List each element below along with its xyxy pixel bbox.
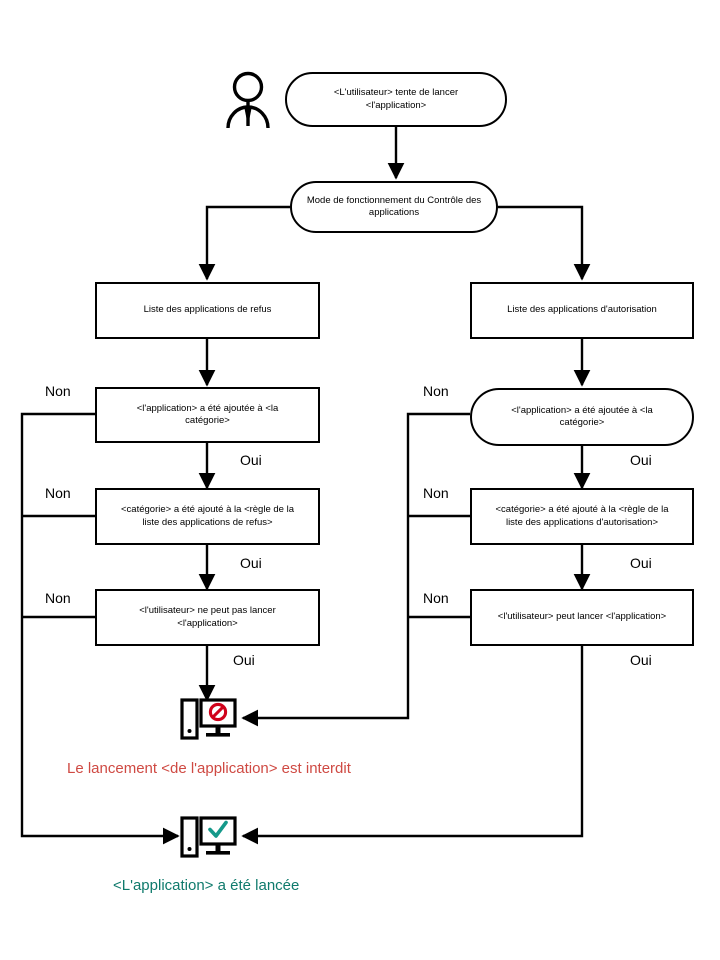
node-deny-category-in-rule-line2: liste des applications de refus> bbox=[142, 516, 273, 528]
node-allow-list-label: Liste des applications d'autorisation bbox=[507, 304, 657, 316]
edge-label-left-no-3: Non bbox=[45, 590, 71, 606]
node-allow-category-in-rule[interactable]: <catégorie> a été ajouté à la <règle de … bbox=[470, 488, 694, 545]
edge-label-right-yes-2: Oui bbox=[630, 555, 652, 571]
edge-right-no-rail bbox=[241, 412, 470, 727]
node-deny-app-in-category-line2: catégorie> bbox=[185, 415, 230, 426]
edge-label-right-yes-3: Oui bbox=[630, 652, 652, 668]
edge-label-left-yes-1: Oui bbox=[240, 452, 262, 468]
node-deny-category-in-rule-line1: <catégorie> a été ajouté à la <règle de … bbox=[121, 504, 294, 516]
denied-caption: Le lancement <de l'application> est inte… bbox=[67, 760, 351, 777]
node-deny-app-in-category[interactable]: <l'application> a été ajoutée à <la caté… bbox=[95, 387, 320, 443]
node-start-line2: <l'application> bbox=[365, 99, 427, 111]
edge-label-right-yes-1: Oui bbox=[630, 452, 652, 468]
node-allow-app-in-category-line1: <l'application> a été ajoutée à <la bbox=[511, 404, 653, 416]
node-deny-user-cannot-launch[interactable]: <l'utilisateur> ne peut pas lancer <l'ap… bbox=[95, 589, 320, 646]
edge-label-right-no-2: Non bbox=[423, 485, 449, 501]
node-allow-category-in-rule-line1: <catégorie> a été ajouté à la <règle de … bbox=[495, 504, 669, 516]
edge-label-left-yes-3: Oui bbox=[233, 652, 255, 668]
user-actor-icon bbox=[222, 68, 274, 130]
node-deny-app-in-category-line1: <l'application> a été ajoutée à <la bbox=[136, 402, 279, 414]
node-allow-user-can-launch[interactable]: <l'utilisateur> peut lancer <l'applicati… bbox=[470, 589, 694, 646]
edge-mode-to-allow-list bbox=[498, 205, 591, 281]
computer-blocked-icon bbox=[180, 697, 238, 743]
computer-check-icon bbox=[180, 815, 238, 861]
allowed-caption: <L'application> a été lancée bbox=[113, 877, 300, 894]
node-start[interactable]: <L'utilisateur> tente de lancer <l'appli… bbox=[285, 72, 507, 127]
node-deny-user-cannot-launch-line2: <l'application> bbox=[177, 617, 238, 629]
node-allow-list[interactable]: Liste des applications d'autorisation bbox=[470, 282, 694, 339]
edge-label-left-no-1: Non bbox=[45, 383, 71, 399]
node-allow-category-in-rule-line2: liste des applications d'autorisation> bbox=[505, 516, 659, 528]
node-allow-app-in-category-line2: catégorie> bbox=[559, 417, 605, 428]
edge-label-right-no-1: Non bbox=[423, 383, 449, 399]
node-allow-app-in-category[interactable]: <l'application> a été ajoutée à <la caté… bbox=[470, 388, 694, 446]
edge-right-yes-final bbox=[241, 646, 584, 845]
edge-label-left-yes-2: Oui bbox=[240, 555, 262, 571]
node-mode-line2: applications bbox=[368, 207, 420, 218]
node-deny-user-cannot-launch-line1: <l'utilisateur> ne peut pas lancer bbox=[139, 605, 276, 617]
node-mode-line1: Mode de fonctionnement du Contrôle des bbox=[306, 194, 482, 206]
edge-mode-to-deny-list bbox=[198, 205, 290, 281]
node-deny-list-label: Liste des applications de refus bbox=[143, 304, 272, 316]
node-deny-list[interactable]: Liste des applications de refus bbox=[95, 282, 320, 339]
node-mode[interactable]: Mode de fonctionnement du Contrôle des a… bbox=[290, 181, 498, 233]
node-start-line1: <L'utilisateur> tente de lancer bbox=[333, 87, 459, 99]
node-allow-user-can-launch-label: <l'utilisateur> peut lancer <l'applicati… bbox=[497, 611, 667, 623]
node-deny-category-in-rule[interactable]: <catégorie> a été ajouté à la <règle de … bbox=[95, 488, 320, 545]
edge-label-right-no-3: Non bbox=[423, 590, 449, 606]
edge-label-left-no-2: Non bbox=[45, 485, 71, 501]
